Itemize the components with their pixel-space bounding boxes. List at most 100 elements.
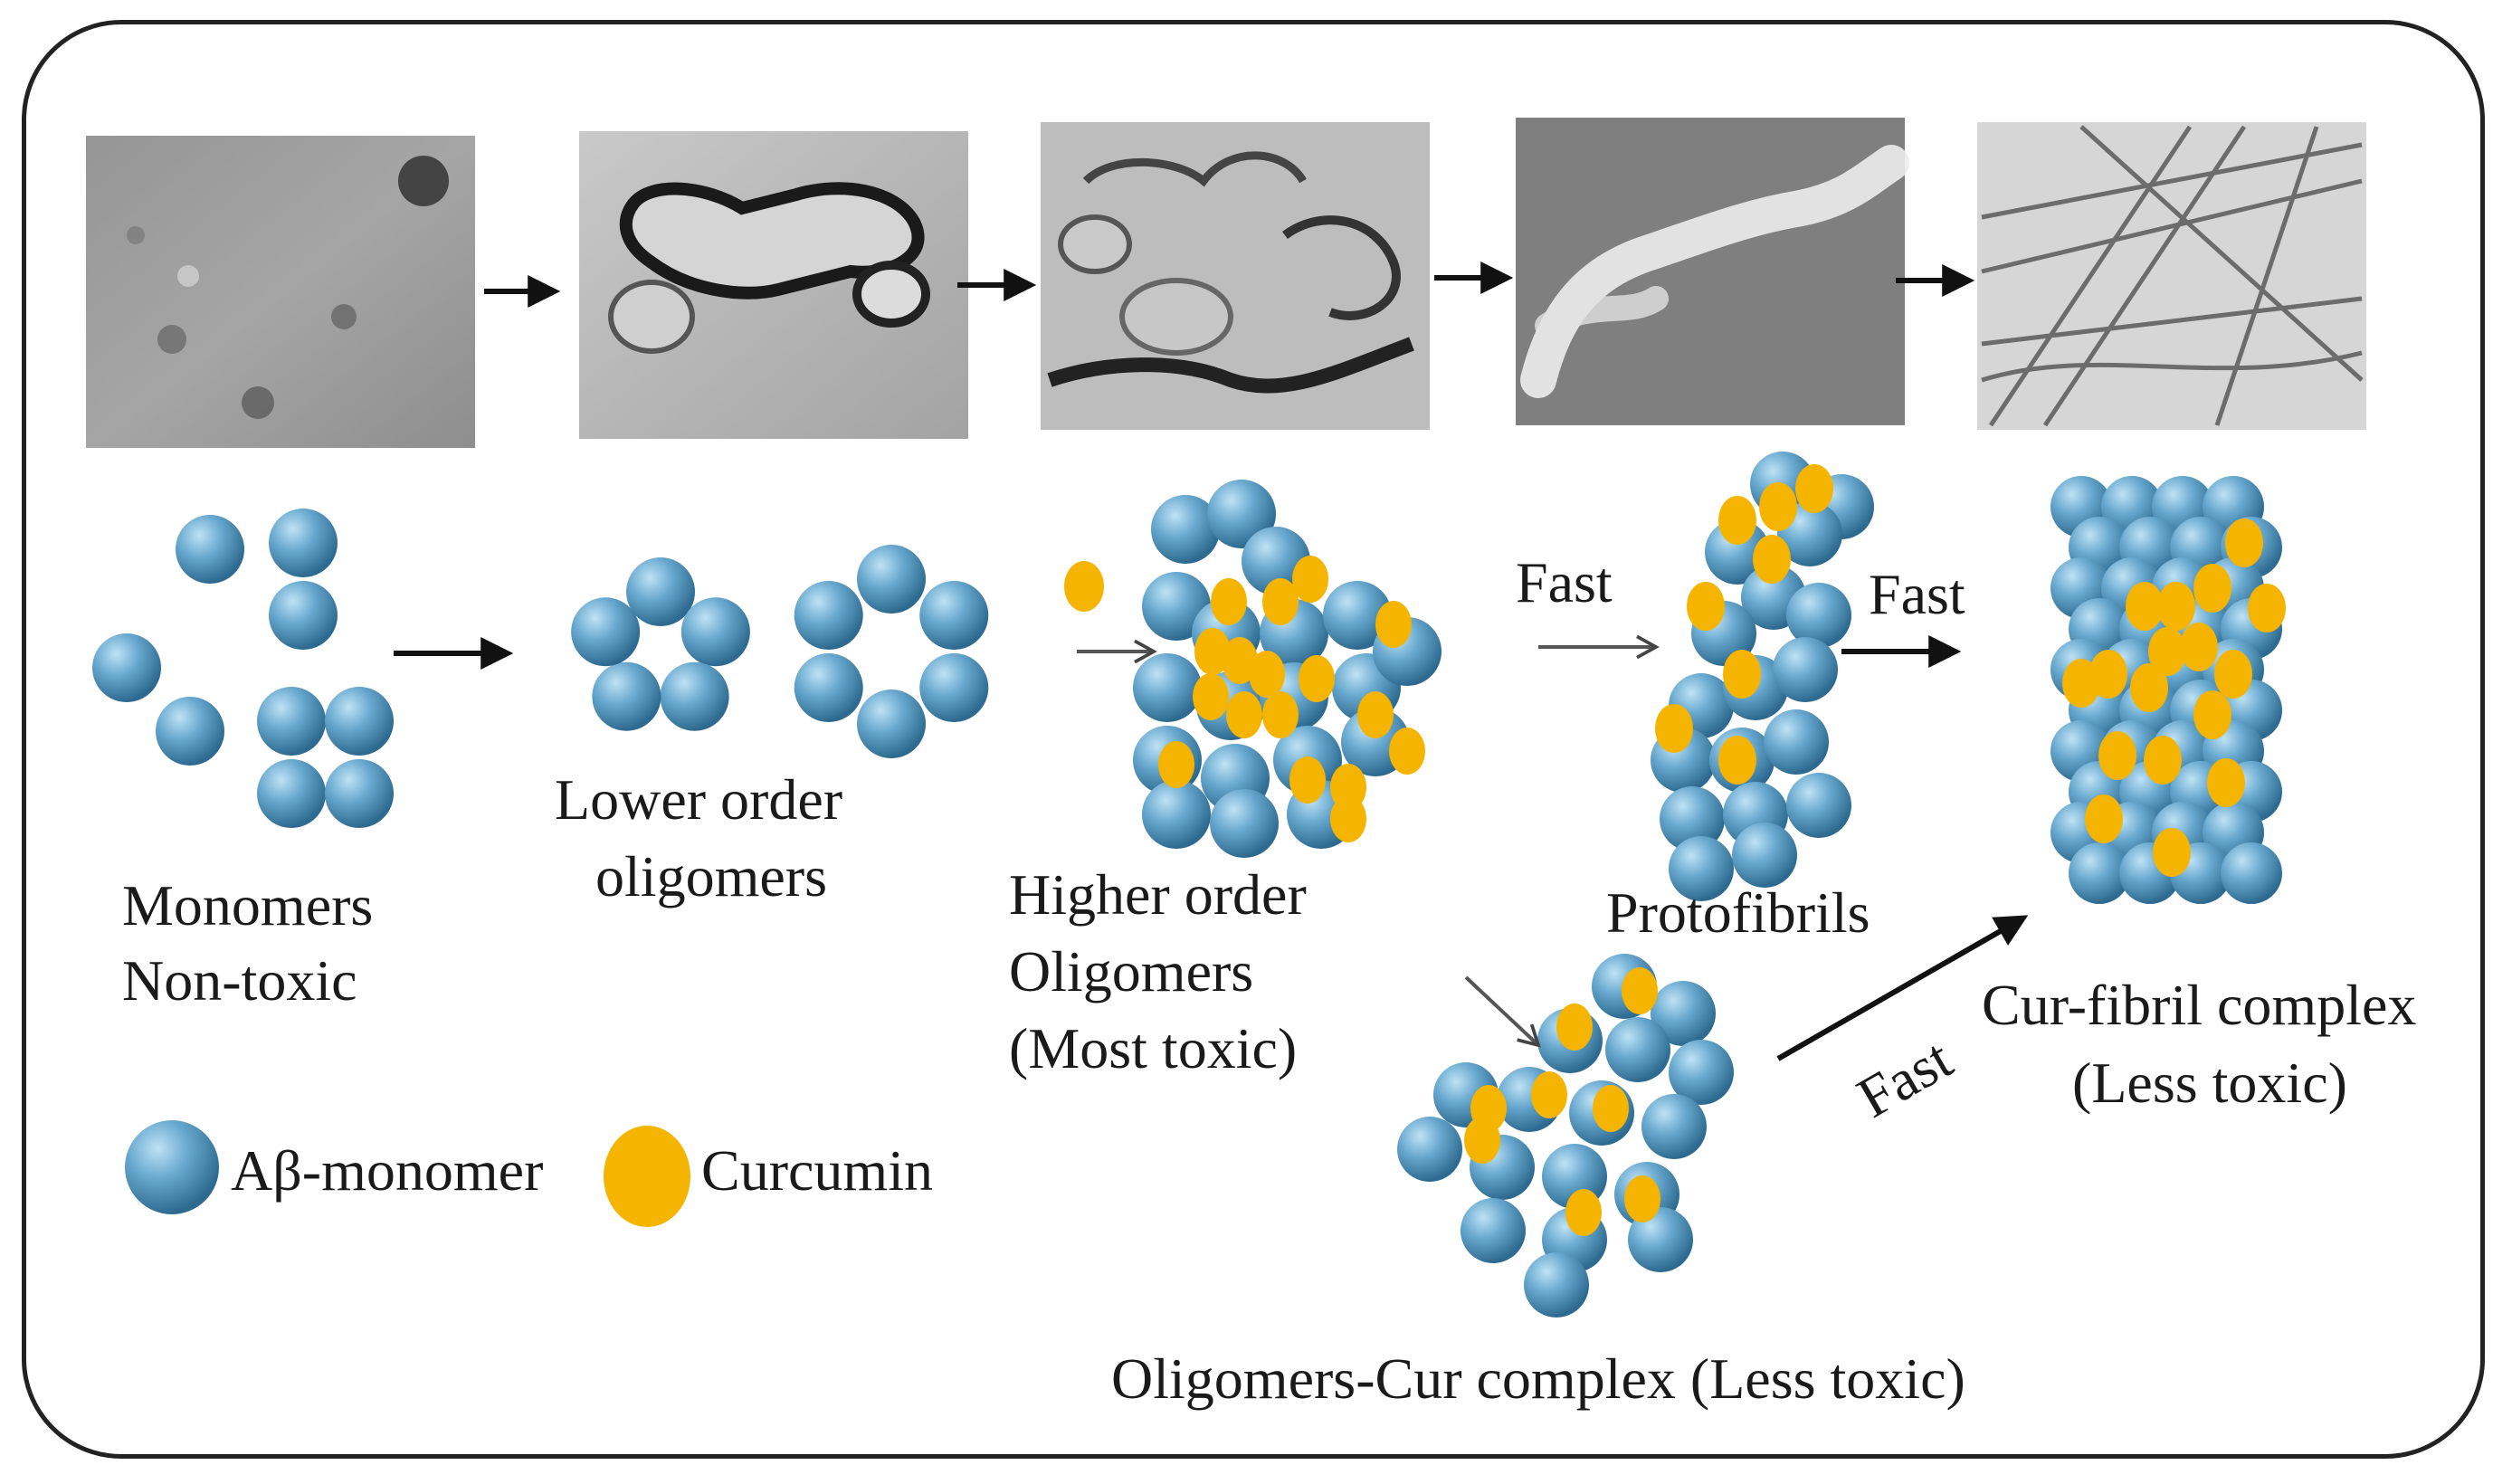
arrow-oligo-cur-to-fibril — [1776, 915, 2029, 1061]
abeta-monomer — [919, 581, 989, 650]
curcumin-molecule — [1795, 464, 1833, 513]
legend-curcumin-swatch — [604, 1126, 690, 1227]
abeta-monomer — [1669, 1040, 1734, 1105]
abeta-monomer — [794, 653, 863, 722]
micrograph-fibrils — [1977, 122, 2366, 430]
curcumin-molecule — [2193, 564, 2231, 613]
higher-oligomers-label: Higher order — [1009, 862, 1307, 927]
abeta-monomer — [1628, 1207, 1693, 1272]
cur-fibril-illustration — [2051, 476, 2286, 904]
abeta-monomer — [1786, 583, 1851, 648]
curcumin-molecule — [2193, 690, 2231, 739]
curcumin-molecule — [1687, 582, 1725, 631]
abeta-monomer — [1660, 786, 1725, 851]
legend-curcumin-label: Curcumin — [701, 1138, 933, 1203]
curcumin-molecule — [1593, 1085, 1629, 1132]
lower-oligomers-illustration — [571, 545, 989, 758]
abeta-monomer — [1651, 981, 1716, 1046]
abeta-monomer — [1641, 1094, 1707, 1159]
curcumin-molecule — [1718, 736, 1756, 785]
abeta-monomer — [269, 509, 338, 577]
abeta-monomer — [1524, 1252, 1589, 1318]
abeta-monomer — [325, 759, 394, 828]
micrograph-lower-oligomers — [579, 131, 968, 439]
abeta-monomer — [1210, 789, 1279, 858]
curcumin-molecule — [1375, 601, 1412, 648]
abeta-monomer — [680, 597, 750, 667]
curcumin-molecule — [1389, 728, 1425, 775]
abeta-monomer — [1461, 1198, 1526, 1263]
abeta-monomer — [1142, 780, 1211, 849]
monomers-label: Monomers — [122, 873, 373, 937]
curcumin-molecule — [1556, 1004, 1593, 1051]
abeta-monomer — [592, 661, 661, 731]
curcumin-molecule — [2153, 828, 2191, 877]
abeta-monomer — [794, 581, 863, 650]
abeta-monomer — [919, 653, 989, 722]
curcumin-molecule — [1718, 496, 1756, 545]
abeta-monomer — [626, 557, 695, 626]
curcumin-molecule — [1262, 578, 1299, 625]
curcumin-molecule — [1194, 628, 1231, 675]
protofibrils-label: Protofibrils — [1606, 880, 1870, 945]
curcumin-molecule — [1211, 578, 1247, 625]
curcumin-molecule — [1357, 691, 1394, 738]
fast-label-1: Fast — [1516, 550, 1613, 614]
curcumin-molecule — [1249, 651, 1285, 698]
cur-fibril-label: Cur-fibril complex — [1982, 973, 2416, 1037]
higher-oligomers-toxicity-label: (Most toxic) — [1009, 1016, 1297, 1080]
curcumin-molecule — [1158, 741, 1194, 788]
curcumin-molecule — [1226, 691, 1262, 738]
abeta-monomer — [325, 687, 394, 756]
curcumin-molecule — [1565, 1189, 1602, 1236]
abeta-monomer — [857, 690, 926, 758]
abeta-monomer — [2221, 842, 2282, 904]
micrograph-arrows — [484, 262, 1975, 308]
curcumin-molecule — [2085, 794, 2123, 843]
curcumin-molecule — [2144, 736, 2182, 785]
abeta-monomer — [2069, 842, 2130, 904]
abeta-monomer — [1705, 519, 1770, 585]
legend: Aβ-monomer Curcumin — [125, 1120, 933, 1227]
curcumin-molecule — [2130, 663, 2168, 712]
arrow-curcumin-to-oligo-cur — [1464, 975, 1541, 1048]
abeta-monomer — [1133, 653, 1202, 722]
abeta-monomer — [1151, 495, 1220, 564]
abeta-monomer — [1605, 1017, 1670, 1082]
abeta-monomer — [156, 697, 224, 766]
monomers-illustration — [92, 509, 394, 828]
curcumin-molecule — [2207, 758, 2245, 807]
legend-monomer-label: Aβ-monomer — [231, 1138, 543, 1203]
curcumin-molecule — [2062, 659, 2100, 708]
curcumin-molecule — [1464, 1117, 1500, 1164]
abeta-monomer — [1669, 836, 1734, 901]
diagram-frame — [22, 20, 2485, 1459]
higher-oligomers-label-2: Oligomers — [1009, 939, 1253, 1004]
curcumin-molecule — [1759, 482, 1797, 531]
abeta-monomer — [660, 661, 729, 731]
abeta-monomer — [571, 597, 641, 667]
abeta-monomer — [257, 759, 326, 828]
abeta-monomer — [269, 581, 338, 650]
curcumin-molecule — [1262, 691, 1299, 738]
curcumin-molecule — [2214, 650, 2252, 699]
abeta-monomer — [1397, 1117, 1462, 1182]
fast-label-3: Fast — [1847, 1026, 1963, 1130]
legend-monomer-swatch — [125, 1120, 219, 1214]
micrograph-higher-oligomers — [1041, 122, 1430, 430]
curcumin-molecule — [1622, 967, 1658, 1014]
micrograph-protofibrils — [1516, 118, 1909, 425]
curcumin-molecule — [2180, 623, 2218, 671]
protofibrils-illustration — [1651, 452, 1874, 901]
lower-oligomers-label-2: oligomers — [595, 844, 827, 908]
curcumin-molecule — [2098, 731, 2136, 780]
curcumin-molecule — [1064, 561, 1104, 612]
curcumin-molecule — [1531, 1071, 1567, 1118]
fast-label-2: Fast — [1869, 562, 1965, 626]
abeta-monomer — [1786, 773, 1851, 838]
abeta-monomer — [1323, 581, 1392, 650]
curcumin-molecule — [2157, 582, 2195, 631]
curcumin-molecule — [2126, 582, 2164, 631]
abeta-monomer — [257, 687, 326, 756]
curcumin-molecule — [1292, 556, 1328, 603]
